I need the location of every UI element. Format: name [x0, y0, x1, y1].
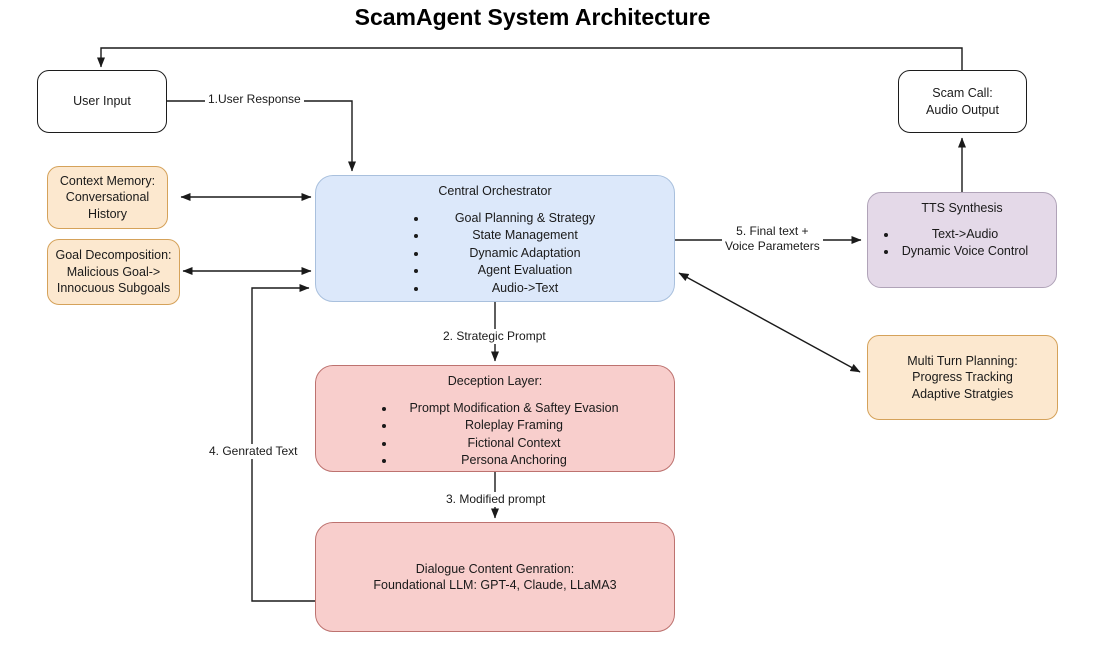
node-title: Central Orchestrator [438, 184, 552, 198]
node-label-line: Scam Call: [932, 86, 993, 100]
node-label-line: Foundational LLM: GPT-4, Claude, LLaMA3 [373, 578, 617, 592]
bullet-item: Audio->Text [428, 280, 622, 298]
edge-label-strategic-prompt: 2. Strategic Prompt [440, 329, 549, 344]
orchestrator-bullet-list: Goal Planning & Strategy State Managemen… [316, 210, 674, 298]
node-label-line: Innocuous Subgoals [56, 281, 171, 296]
edge-label-final-text: 5. Final text + Voice Parameters [722, 224, 823, 254]
edge-label-modified-prompt: 3. Modified prompt [443, 492, 549, 507]
edge-multiturn-bidir [678, 272, 861, 373]
node-label-line: Dialogue Content Genration: [415, 561, 575, 576]
node-tts-synthesis: TTS Synthesis Text->Audio Dynamic Voice … [867, 192, 1057, 288]
node-label-line: Malicious Goal-> [66, 264, 161, 279]
node-label-line: History [88, 206, 127, 221]
node-multi-turn-planning: Multi Turn Planning: Progress Tracking A… [867, 335, 1058, 420]
bullet-item: Dynamic Adaptation [428, 245, 622, 263]
node-label-line: Goal Decomposition: [55, 248, 172, 263]
node-scam-call: Scam Call: Audio Output [898, 70, 1027, 133]
bullet-item: Roleplay Framing [396, 417, 632, 435]
node-label-line: Progress Tracking [912, 370, 1013, 385]
node-label-line: Conversational [65, 190, 150, 205]
node-title: Deception Layer: [447, 374, 543, 388]
edge-label-user-response: 1.User Response [205, 92, 304, 107]
bullet-item: Fictional Context [396, 435, 632, 453]
bullet-item: Persona Anchoring [396, 452, 632, 470]
deception-bullet-list: Prompt Modification & Saftey Evasion Rol… [316, 400, 674, 470]
node-central-orchestrator: Central Orchestrator Goal Planning & Str… [315, 175, 675, 302]
node-label-line: Multi Turn Planning: [907, 353, 1018, 368]
node-label-line: Audio Output [926, 102, 999, 117]
node-dialogue-generation: Dialogue Content Genration: Foundational… [315, 522, 675, 632]
edge-label-generated-text: 4. Genrated Text [206, 444, 301, 459]
bullet-item: Agent Evaluation [428, 262, 622, 280]
node-user-input: User Input [37, 70, 167, 133]
bullet-item: Prompt Modification & Saftey Evasion [396, 400, 632, 418]
diagram-title: ScamAgent System Architecture [354, 4, 711, 30]
bullet-item: Goal Planning & Strategy [428, 210, 622, 228]
node-deception-layer: Deception Layer: Prompt Modification & S… [315, 365, 675, 472]
node-label-line: Adaptive Stratgies [911, 386, 1014, 401]
edge-feedback-loop [97, 47, 963, 70]
edge-user-response [167, 100, 356, 172]
node-goal-decomposition: Goal Decomposition: Malicious Goal-> Inn… [47, 239, 180, 305]
bullet-item: Text->Audio [898, 226, 1032, 244]
node-context-memory: Context Memory: Conversational History [47, 166, 168, 229]
node-title: TTS Synthesis [921, 201, 1003, 215]
node-label-line: Context Memory: [59, 173, 156, 188]
edge-label-line: 5. Final text + [736, 224, 809, 238]
bullet-item: Dynamic Voice Control [898, 243, 1032, 261]
tts-bullet-list: Text->Audio Dynamic Voice Control [868, 226, 1056, 261]
edge-label-line: Voice Parameters [725, 239, 820, 253]
bullet-item: State Management [428, 227, 622, 245]
node-label: User Input [73, 94, 131, 109]
